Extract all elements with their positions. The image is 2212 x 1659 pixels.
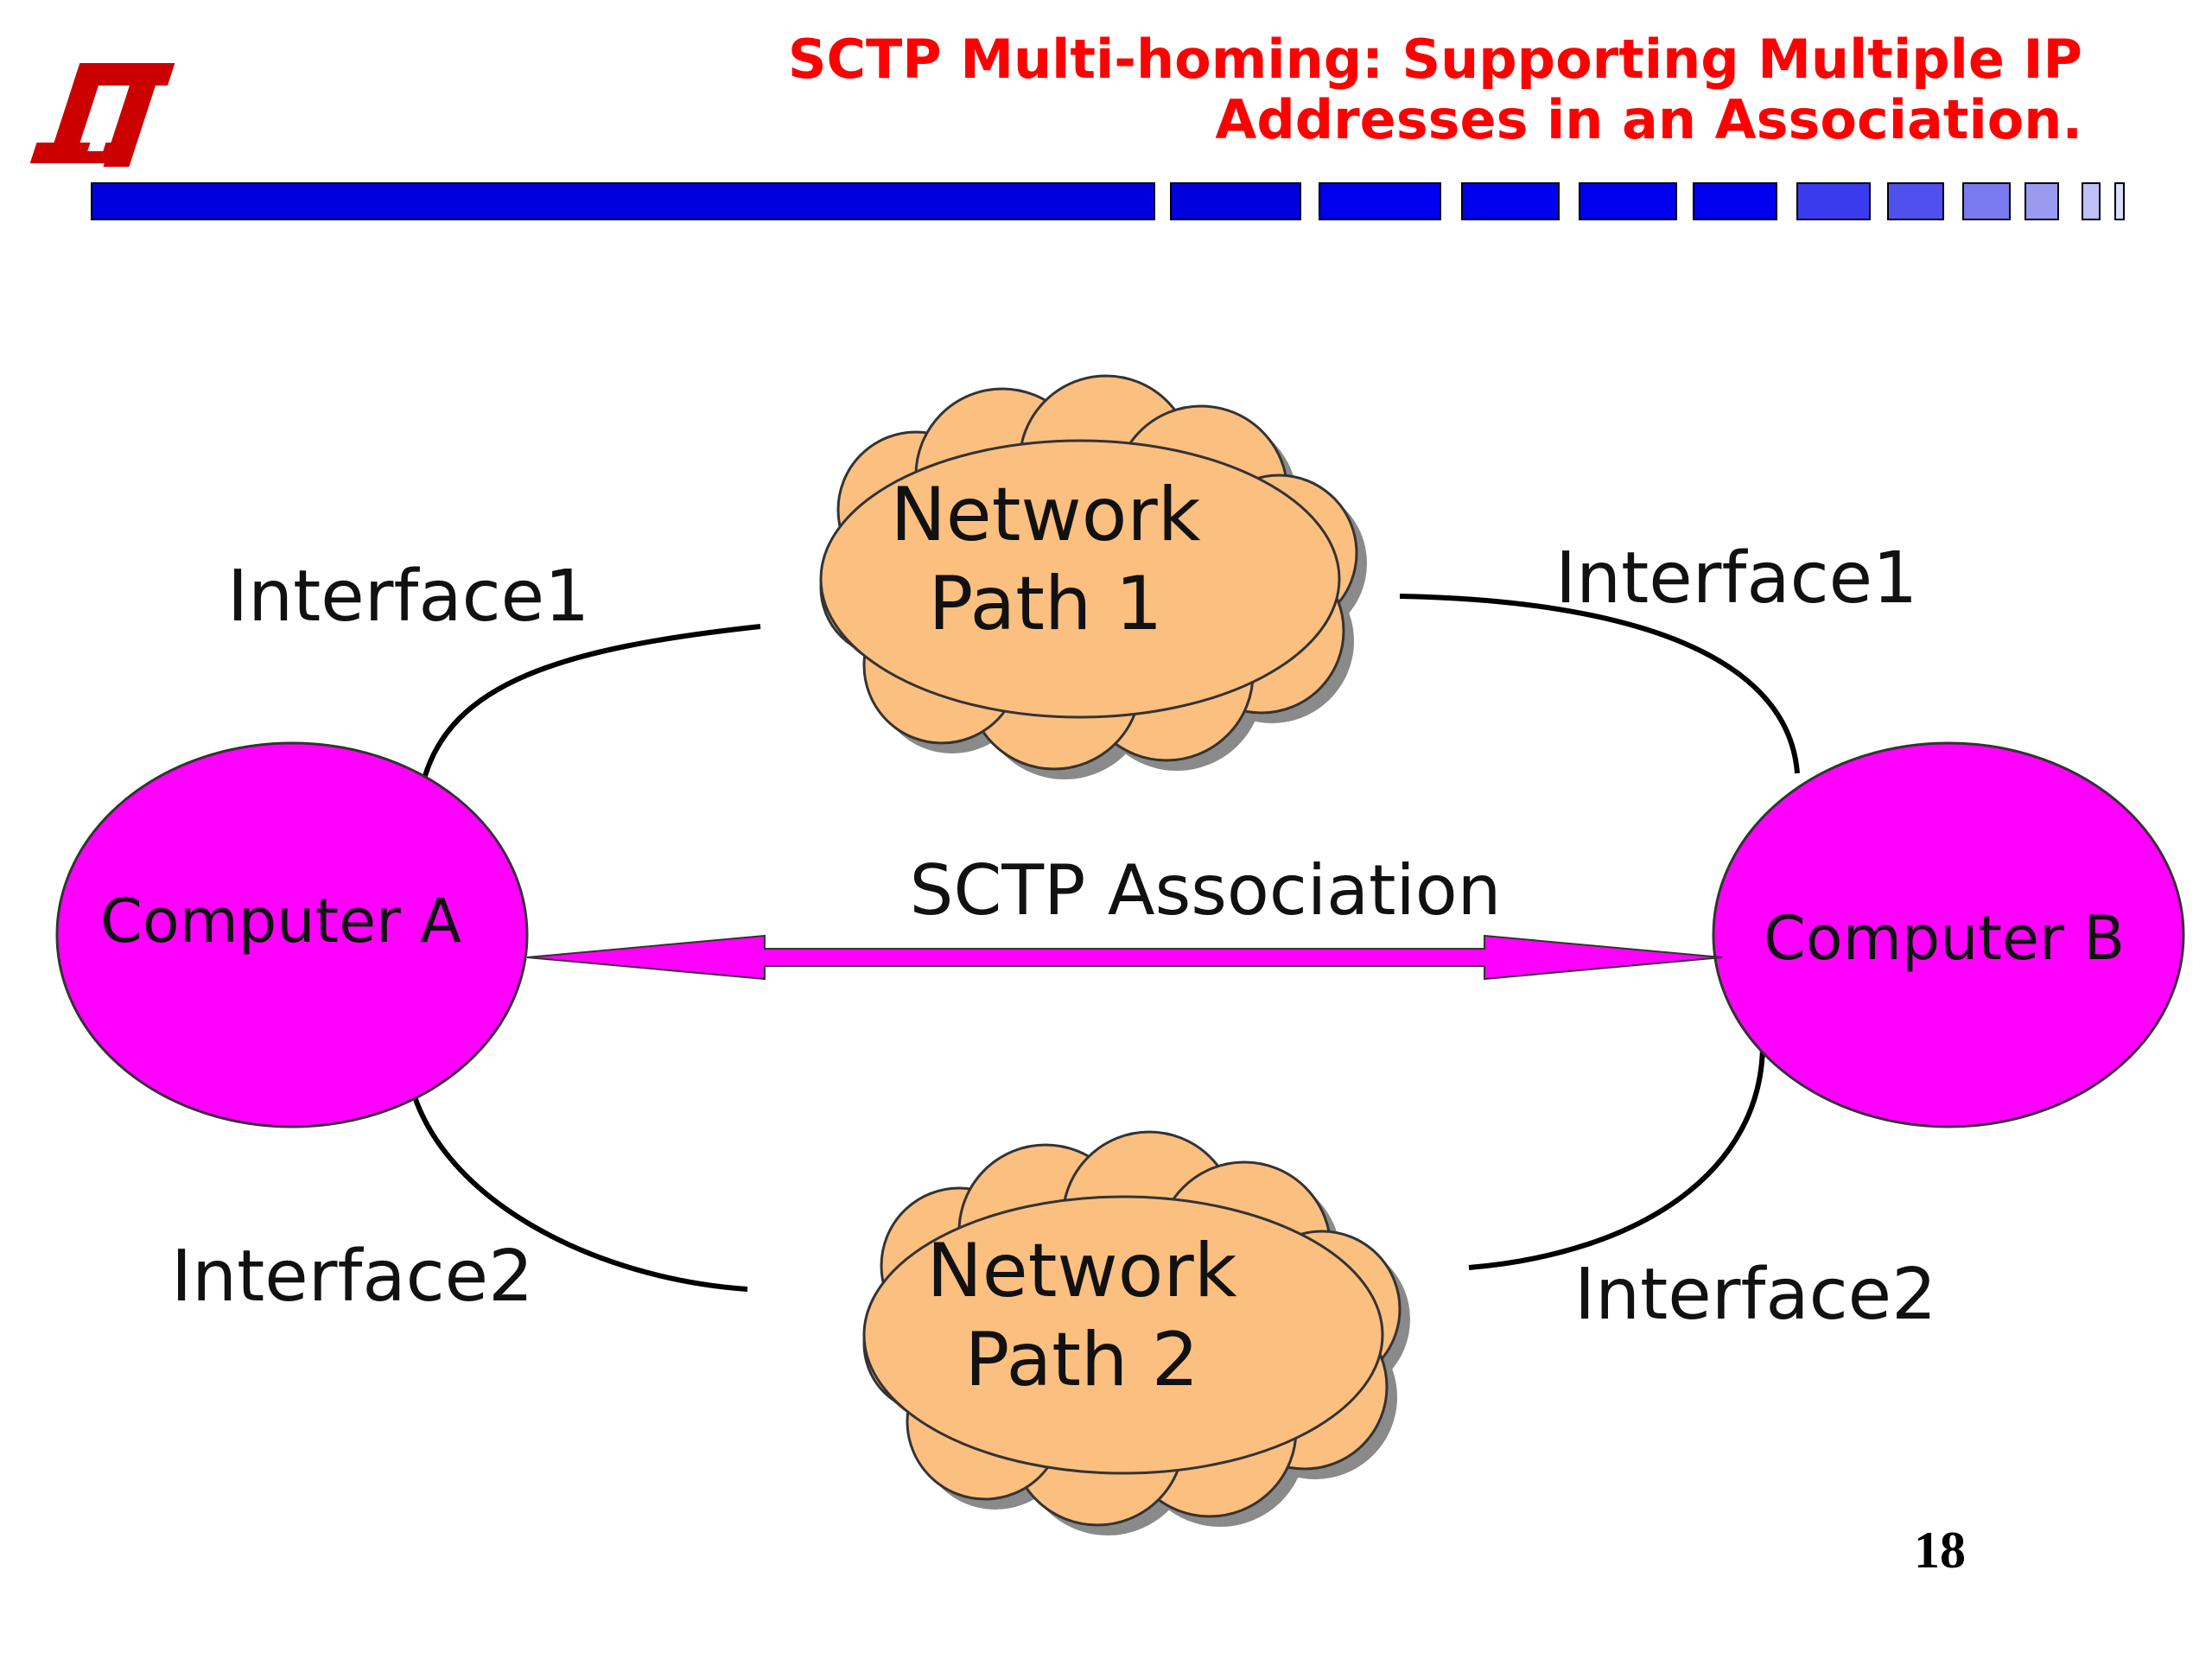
network-path-2-line1: Network (926, 1228, 1236, 1314)
network-path-1-line2: Path 1 (929, 561, 1163, 647)
a-interface1-label: Interface1 (227, 556, 589, 638)
network-path-2-cloud: Network Path 2 (862, 1130, 1410, 1535)
link-a-path2 (408, 1082, 748, 1292)
interface-links (408, 594, 1800, 1292)
title-line-1: SCTP Multi-homing: Supporting Multiple I… (787, 28, 2082, 91)
link-a-path1 (421, 624, 761, 783)
sctp-association-label: SCTP Association (910, 850, 1502, 931)
slide-title: SCTP Multi-homing: Supporting Multiple I… (613, 29, 2082, 150)
a-interface2-label: Interface2 (171, 1236, 533, 1318)
computer-b-node: Computer B (1712, 741, 2185, 1128)
university-logo-icon (29, 63, 175, 167)
network-path-1-cloud: Network Path 1 (819, 374, 1367, 779)
computer-b-label: Computer B (1764, 903, 2125, 974)
network-path-2-line2: Path 2 (965, 1317, 1199, 1403)
b-interface2-label: Interface2 (1574, 1254, 1936, 1336)
network-path-1-line1: Network (890, 472, 1200, 558)
header-bar (91, 182, 2125, 220)
computer-a-label: Computer A (100, 886, 461, 957)
b-interface1-label: Interface1 (1555, 537, 1917, 620)
link-path2-b (1468, 1043, 1765, 1270)
computer-a-node: Computer A (55, 741, 529, 1128)
sctp-association-arrow: SCTP Association (526, 850, 1723, 981)
link-path1-b (1399, 594, 1800, 774)
title-line-2: Addresses in an Association. (1215, 88, 2082, 151)
page-number: 18 (1914, 1522, 1966, 1579)
